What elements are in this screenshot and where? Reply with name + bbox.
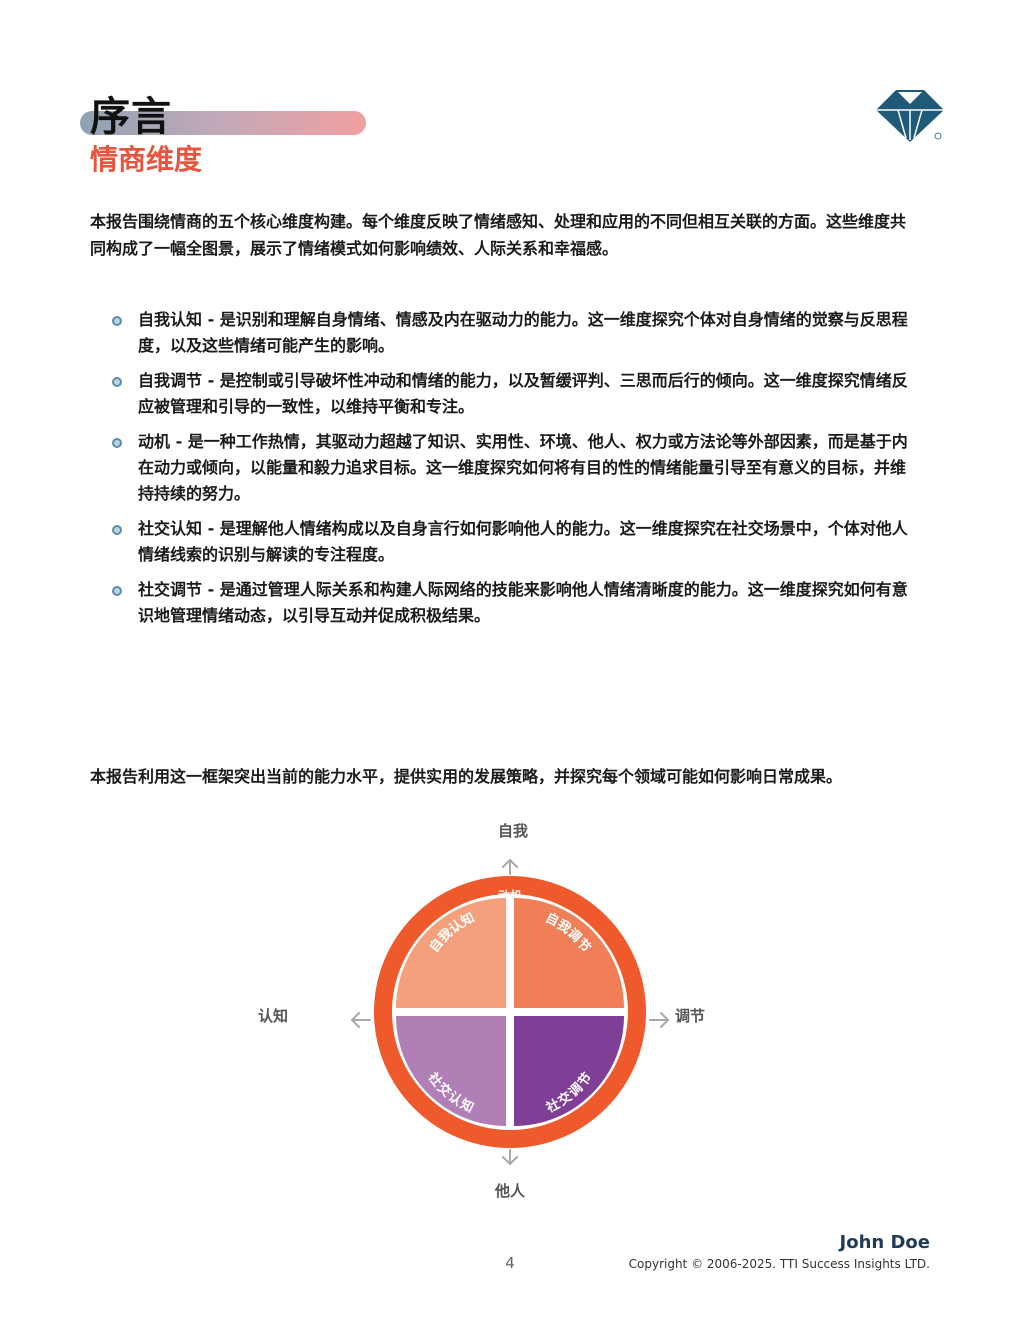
dimension-text: 动机 - 是一种工作热情，其驱动力超越了知识、实用性、环境、他人、权力或方法论等…	[138, 432, 908, 503]
framework-paragraph: 本报告利用这一框架突出当前的能力水平，提供实用的发展策略，并探究每个领域可能如何…	[90, 767, 843, 786]
footer-name: John Doe	[839, 1232, 930, 1253]
list-item: 社交调节 - 是通过管理人际关系和构建人际网络的技能来影响他人情绪清晰度的能力。…	[110, 577, 920, 629]
footer-copyright: Copyright © 2006-2025. TTI Success Insig…	[628, 1257, 930, 1271]
intro-paragraph: 本报告围绕情商的五个核心维度构建。每个维度反映了情绪感知、处理和应用的不同但相互…	[90, 212, 907, 258]
quadrant-self-awareness	[396, 898, 506, 1008]
axis-label-top: 自我	[498, 822, 528, 840]
list-item: 动机 - 是一种工作热情，其驱动力超越了知识、实用性、环境、他人、权力或方法论等…	[110, 429, 920, 507]
list-item: 自我调节 - 是控制或引导破坏性冲动和情绪的能力，以及暂缓评判、三思而后行的倾向…	[110, 368, 920, 420]
dimension-text: 自我认知 - 是识别和理解自身情绪、情感及内在驱动力的能力。这一维度探究个体对自…	[138, 310, 908, 355]
dimension-text: 社交调节 - 是通过管理人际关系和构建人际网络的技能来影响他人情绪清晰度的能力。…	[138, 580, 908, 625]
list-item: 自我认知 - 是识别和理解自身情绪、情感及内在驱动力的能力。这一维度探究个体对自…	[110, 307, 920, 359]
quadrant-social-regulation	[514, 1016, 624, 1126]
axis-label-bottom: 他人	[494, 1182, 526, 1200]
quadrant-social-awareness	[396, 1016, 506, 1126]
page-subtitle: 情商维度	[90, 143, 203, 176]
list-item: 社交认知 - 是理解他人情绪构成以及自身言行如何影响他人的能力。这一维度探究在社…	[110, 516, 920, 568]
axis-label-right: 调节	[675, 1007, 705, 1025]
eq-dimensions-diagram: 自我 他人 认知 调节 动机 自我认知 自我调节 社交认知 社交调节	[258, 822, 705, 1200]
arrow-left-icon	[351, 1012, 371, 1028]
page-title: 序言	[90, 94, 172, 140]
quadrant-self-regulation	[514, 898, 624, 1008]
bullet-icon	[112, 586, 122, 596]
axis-arrows	[351, 859, 669, 1165]
bullet-icon	[112, 525, 122, 535]
dimension-text: 自我调节 - 是控制或引导破坏性冲动和情绪的能力，以及暂缓评判、三思而后行的倾向…	[138, 371, 908, 416]
ring-inner-white	[392, 894, 628, 1130]
arrow-right-icon	[649, 1012, 669, 1028]
dimension-text: 社交认知 - 是理解他人情绪构成以及自身言行如何影响他人的能力。这一维度探究在社…	[138, 519, 908, 564]
bullet-icon	[112, 438, 122, 448]
bullet-icon	[112, 377, 122, 387]
bullet-icon	[112, 316, 122, 326]
dimension-list: 自我认知 - 是识别和理解自身情绪、情感及内在驱动力的能力。这一维度探究个体对自…	[110, 307, 920, 638]
title-accent-bar	[80, 111, 366, 135]
tti-logo-icon	[876, 90, 944, 142]
page-number: 4	[505, 1254, 515, 1272]
arrow-down-icon	[502, 1149, 518, 1165]
arrow-up-icon	[502, 859, 518, 875]
axis-label-left: 认知	[258, 1007, 288, 1025]
